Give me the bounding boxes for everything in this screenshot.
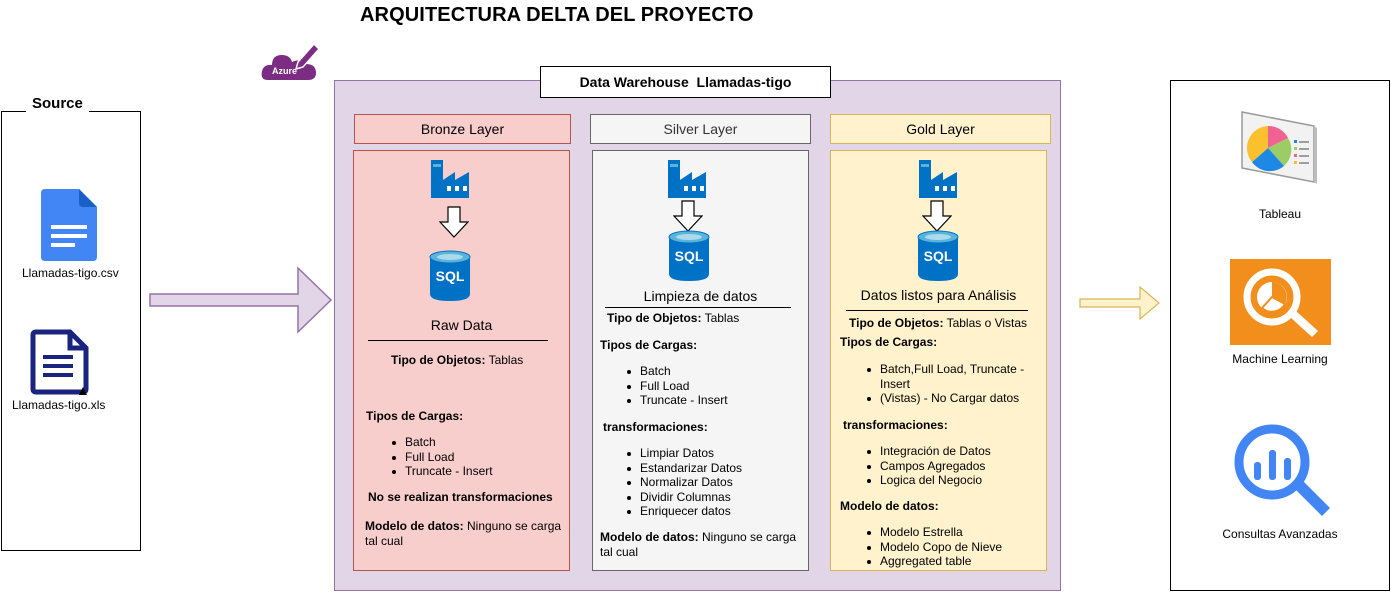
- list-item: Estandarizar Datos: [624, 461, 742, 476]
- silver-objects-label: Tipo de Objetos:: [607, 311, 702, 325]
- silver-transforms-list: Limpiar Datos Estandarizar Datos Normali…: [624, 446, 742, 519]
- down-arrow-icon: [672, 200, 704, 232]
- down-arrow-icon: [921, 200, 953, 232]
- sql-label: SQL: [923, 248, 953, 264]
- list-item: Enriquecer datos: [624, 504, 742, 519]
- consumer-label-machine-learning: Machine Learning: [1232, 352, 1328, 366]
- gold-objects-label: Tipo de Objetos:: [849, 316, 944, 330]
- list-item: Truncate - Insert: [389, 464, 493, 479]
- silver-layer-header: Silver Layer: [590, 114, 811, 144]
- bronze-objects-value: Tablas: [485, 353, 524, 367]
- list-item: Truncate - Insert: [624, 393, 728, 408]
- silver-objects-value: Tablas: [701, 311, 740, 325]
- sql-database-icon: [917, 230, 959, 282]
- list-item: Dividir Columnas: [624, 490, 742, 505]
- sql-label: SQL: [435, 268, 465, 284]
- list-item: Full Load: [624, 379, 728, 394]
- silver-layer-panel: [592, 150, 809, 571]
- bronze-loads-list: Batch Full Load Truncate - Insert: [389, 435, 493, 479]
- consumer-label-tableau: Tableau: [1258, 207, 1302, 221]
- list-item: Full Load: [389, 450, 493, 465]
- list-item: Batch: [624, 364, 728, 379]
- gold-divider: [846, 310, 1028, 311]
- list-item: Normalizar Datos: [624, 475, 742, 490]
- source-label: Source: [26, 95, 89, 112]
- azure-badge-label: Azure: [272, 66, 298, 76]
- list-item: Modelo Estrella: [864, 525, 1002, 540]
- gold-subtitle: Datos listos para Análisis: [860, 287, 1017, 303]
- bronze-divider: [368, 340, 548, 341]
- sql-label: SQL: [674, 248, 704, 264]
- bronze-layer-header: Bronze Layer: [354, 114, 571, 144]
- list-item: Aggregated table: [864, 554, 1002, 569]
- xls-file-icon: [30, 329, 90, 395]
- down-arrow-icon: [438, 206, 470, 238]
- gold-objects: Tipo de Objetos: Tablas o Vistas: [849, 316, 1027, 331]
- machine-learning-icon: [1230, 259, 1331, 345]
- bronze-note: No se realizan transformaciones: [368, 490, 553, 504]
- flow-arrow-source-to-warehouse: [148, 266, 334, 334]
- flow-arrow-warehouse-to-consumers: [1078, 285, 1162, 321]
- list-item: Campos Agregados: [864, 459, 991, 474]
- bronze-loads-label: Tipos de Cargas:: [366, 409, 464, 423]
- silver-objects: Tipo de Objetos: Tablas: [607, 311, 739, 326]
- data-factory-icon: [917, 158, 959, 200]
- gold-objects-value: Tablas o Vistas: [943, 316, 1028, 330]
- azure-cloud-icon: [258, 40, 322, 84]
- diagram-title: ARQUITECTURA DELTA DEL PROYECTO: [360, 4, 754, 26]
- data-warehouse-title: Data Warehouse Llamadas-tigo: [540, 66, 831, 98]
- data-factory-icon: [666, 158, 708, 200]
- list-item: Integración de Datos: [864, 444, 991, 459]
- silver-transforms-label: transformaciones:: [603, 420, 708, 434]
- gold-loads-list: Batch,Full Load, Truncate -Insert (Vista…: [864, 362, 1024, 406]
- gold-loads-label: Tipos de Cargas:: [840, 335, 938, 349]
- bronze-objects: Tipo de Objetos: Tablas: [391, 353, 523, 368]
- silver-loads-label: Tipos de Cargas:: [600, 338, 698, 352]
- list-item: Batch: [389, 435, 493, 450]
- silver-divider: [605, 307, 791, 308]
- source-file-xls: Llamadas-tigo.xls: [12, 398, 106, 412]
- data-factory-icon: [429, 158, 471, 200]
- magnifier-chart-icon: [1232, 422, 1332, 522]
- gold-transforms-list: Integración de Datos Campos Agregados Lo…: [864, 444, 991, 488]
- gold-layer-header: Gold Layer: [830, 114, 1051, 144]
- silver-loads-list: Batch Full Load Truncate - Insert: [624, 364, 728, 408]
- silver-subtitle: Limpieza de datos: [643, 288, 758, 304]
- list-item: Modelo Copo de Nieve: [864, 540, 1002, 555]
- bronze-layer-panel: [353, 150, 570, 571]
- list-item: Logica del Negocio: [864, 473, 991, 488]
- gold-models-list: Modelo Estrella Modelo Copo de Nieve Agg…: [864, 525, 1002, 569]
- consumer-label-consultas-avanzadas: Consultas Avanzadas: [1222, 527, 1338, 541]
- pie-chart-presentation-icon: [1238, 110, 1318, 186]
- sql-database-icon: [668, 230, 710, 282]
- list-item: Batch,Full Load, Truncate -Insert: [864, 362, 1024, 391]
- list-item: Limpiar Datos: [624, 446, 742, 461]
- gold-model-label: Modelo de datos:: [840, 499, 939, 513]
- gold-transforms-label: transformaciones:: [843, 418, 948, 432]
- sql-database-icon: [429, 250, 471, 302]
- list-item: (Vistas) - No Cargar datos: [864, 391, 1024, 406]
- source-file-csv: Llamadas-tigo.csv: [22, 266, 119, 280]
- bronze-subtitle: Raw Data: [430, 317, 493, 333]
- csv-file-icon: [41, 189, 99, 261]
- bronze-objects-label: Tipo de Objetos:: [391, 353, 486, 367]
